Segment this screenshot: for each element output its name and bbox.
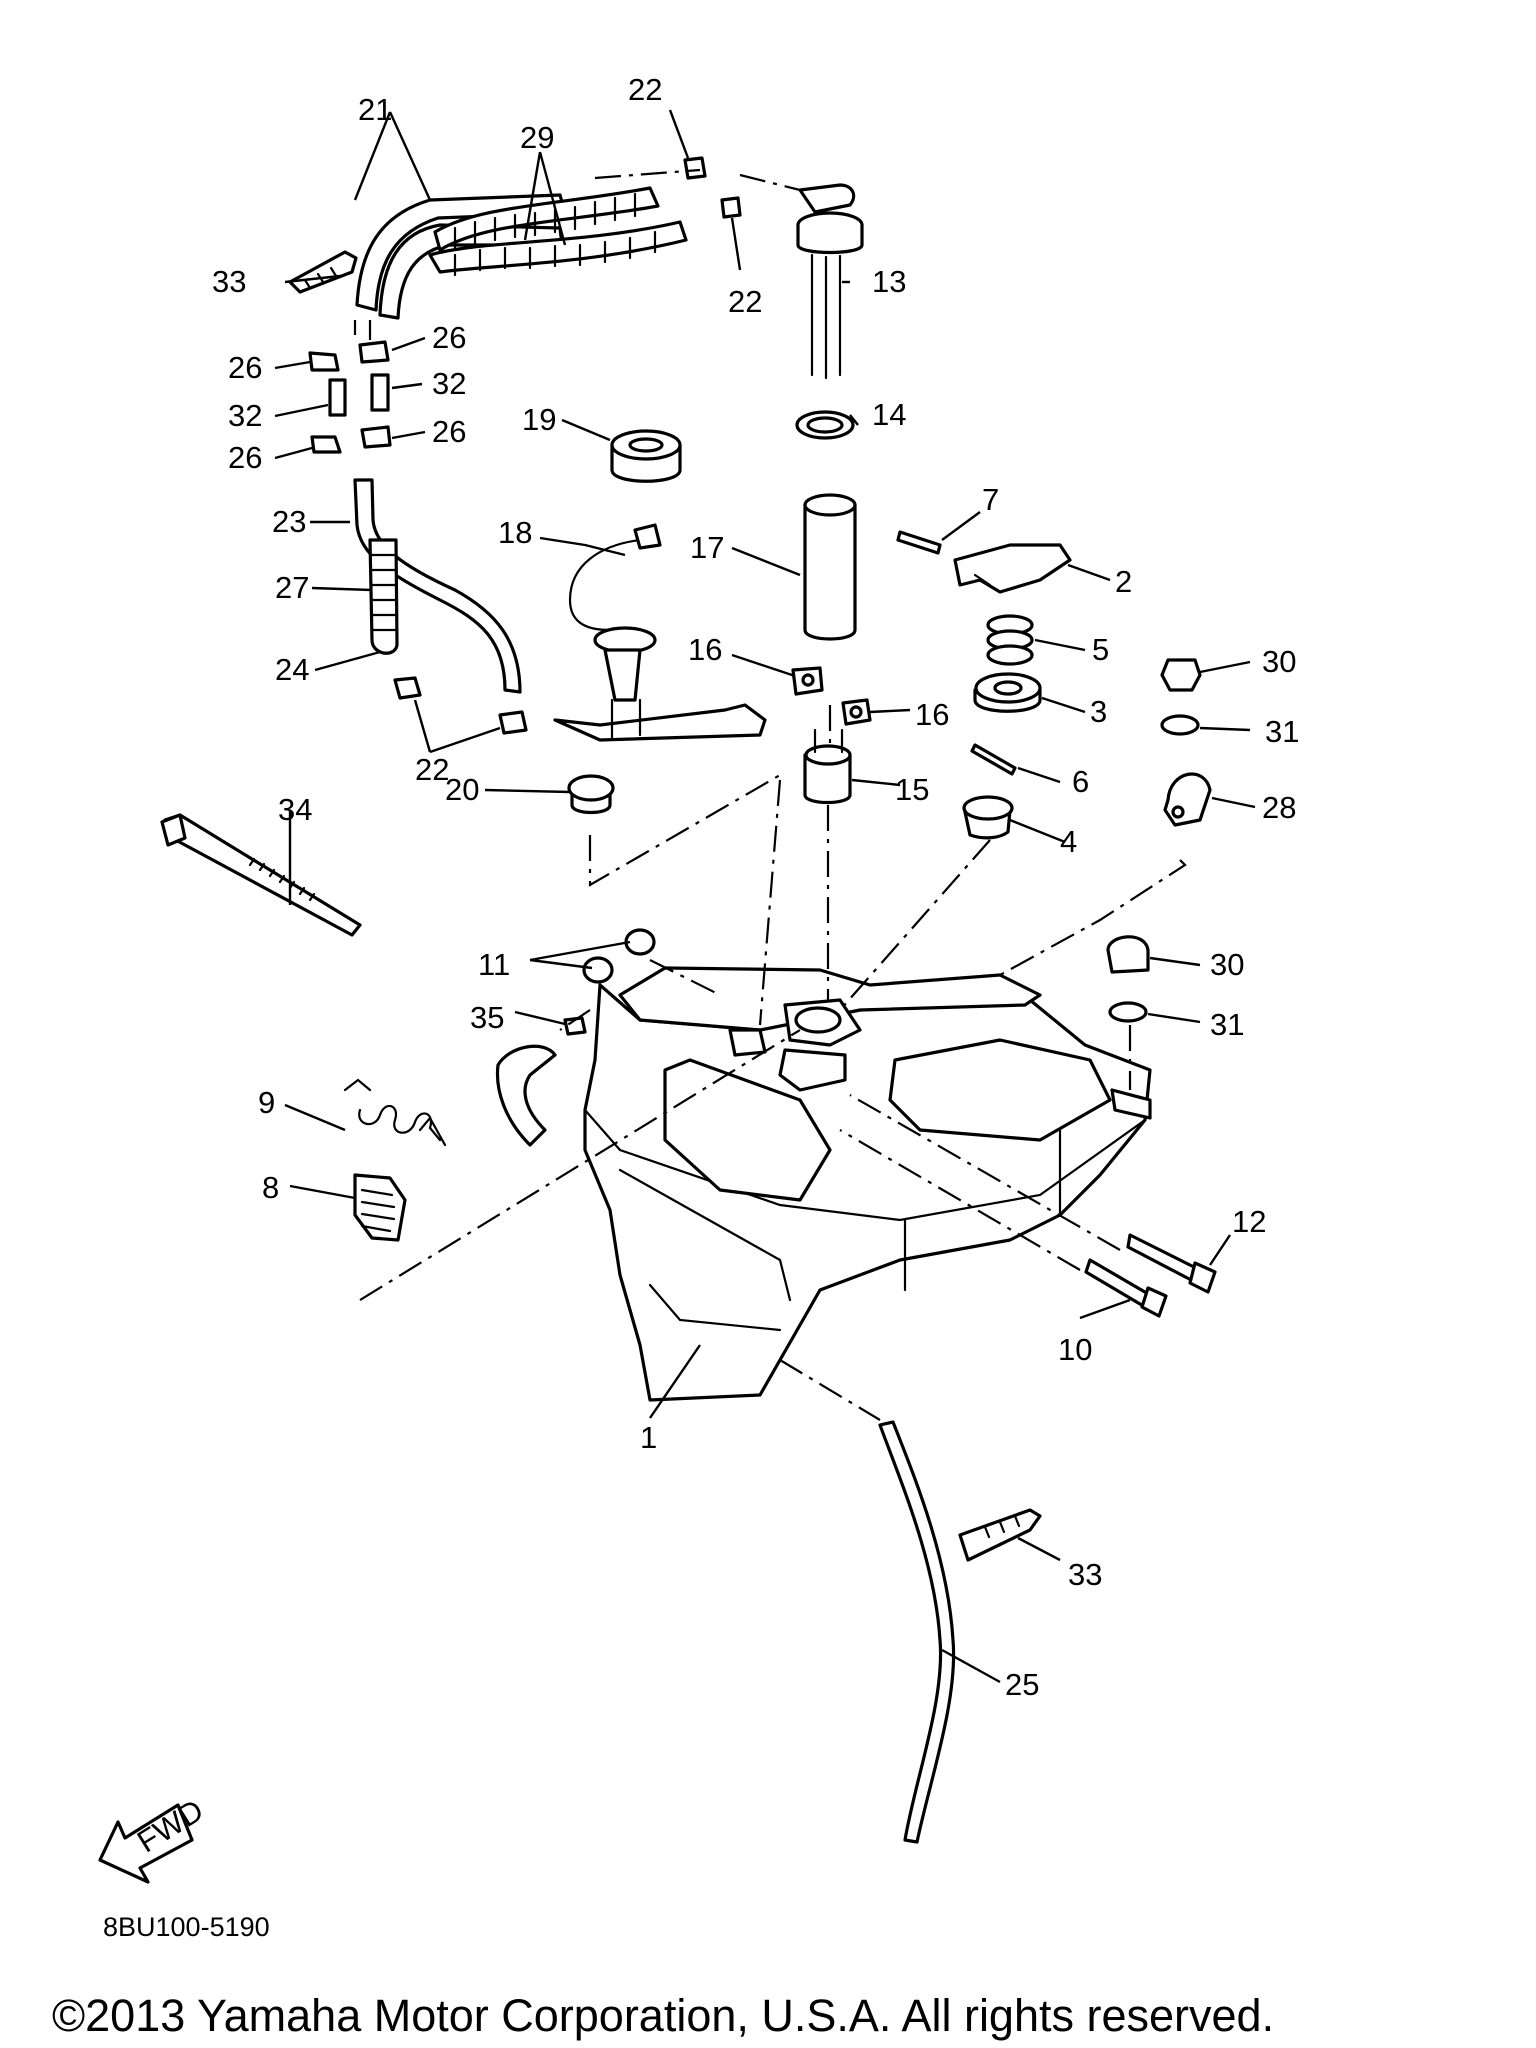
callout-10: 10 — [1058, 1332, 1092, 1367]
callout-33-bottom: 33 — [1068, 1557, 1102, 1592]
callout-23: 23 — [272, 504, 306, 539]
nut-30a — [1160, 658, 1202, 692]
callout-34: 34 — [278, 792, 312, 827]
callout-32-a: 32 — [228, 398, 262, 433]
callout-17: 17 — [690, 530, 724, 565]
clamp-26c — [310, 435, 342, 454]
clamp-16b — [841, 698, 872, 726]
callout-21: 21 — [358, 92, 392, 127]
spring-5 — [986, 614, 1034, 666]
damper-3 — [973, 672, 1042, 713]
pin-6 — [970, 743, 1017, 776]
fuel-gauge-assembly — [553, 523, 767, 742]
callout-6: 6 — [1072, 764, 1089, 799]
spring-9 — [343, 1078, 447, 1147]
nut-30b — [1106, 935, 1150, 974]
clamp-22a — [683, 156, 707, 180]
callout-26-b: 26 — [432, 320, 466, 355]
callout-13: 13 — [872, 264, 906, 299]
callout-labels: 21 29 22 22 33 26 26 32 32 26 26 13 14 1… — [212, 72, 1299, 1702]
callout-29: 29 — [520, 120, 554, 155]
callout-30-b: 30 — [1210, 947, 1244, 982]
drain-hose-25 — [878, 1420, 956, 1844]
callout-31-a: 31 — [1265, 714, 1299, 749]
clamp-26a — [308, 351, 340, 372]
callout-28: 28 — [1262, 790, 1296, 825]
callout-22-mid: 22 — [728, 284, 762, 319]
hose-29 — [428, 186, 688, 277]
cable-tie-34 — [160, 813, 362, 937]
callout-11: 11 — [478, 947, 510, 982]
callout-16-b: 16 — [915, 697, 949, 732]
clamp-22d — [498, 710, 528, 735]
clamp-22b — [720, 196, 742, 219]
bolt-10 — [1084, 1258, 1168, 1318]
washer-31b — [1108, 1001, 1148, 1023]
clamp-28 — [1163, 772, 1212, 827]
bolt-12 — [1126, 1233, 1217, 1294]
callout-3: 3 — [1090, 694, 1107, 729]
callout-9: 9 — [258, 1085, 275, 1120]
pad-8 — [353, 1173, 407, 1242]
diagram-code: 8BU100-5190 — [103, 1912, 270, 1942]
grommet-20 — [567, 774, 615, 815]
callout-18: 18 — [498, 515, 532, 550]
callout-26-d: 26 — [432, 414, 466, 449]
callout-20: 20 — [445, 772, 479, 807]
bracket-2 — [953, 543, 1072, 594]
callout-leaders — [274, 109, 1256, 1684]
callout-15: 15 — [895, 772, 929, 807]
callout-35: 35 — [470, 1000, 504, 1035]
clamp-16a — [791, 666, 824, 696]
joint-32b — [370, 373, 390, 412]
callout-19: 19 — [522, 402, 556, 437]
callout-31-b: 31 — [1210, 1007, 1244, 1042]
forward-arrow-icon: FWD — [98, 1792, 209, 1884]
washers-11 — [582, 928, 656, 984]
clamp-22c — [393, 676, 422, 700]
clamp-26d — [360, 425, 392, 449]
callout-26-a: 26 — [228, 350, 262, 385]
callout-1: 1 — [640, 1420, 657, 1455]
grommet-4 — [962, 795, 1014, 840]
callout-4: 4 — [1060, 824, 1077, 859]
clip-33a — [288, 250, 358, 294]
callout-26-c: 26 — [228, 440, 262, 475]
copyright-notice: ©2013 Yamaha Motor Corporation, U.S.A. A… — [52, 1990, 1275, 2041]
callout-7: 7 — [982, 482, 999, 517]
callout-33-top: 33 — [212, 264, 246, 299]
callout-12: 12 — [1232, 1204, 1266, 1239]
clip-33b — [958, 1508, 1042, 1562]
callout-24: 24 — [275, 652, 309, 687]
fuel-sender-unit — [796, 183, 864, 380]
grommet-19 — [610, 429, 682, 483]
callout-2: 2 — [1115, 564, 1132, 599]
washer-31a — [1160, 714, 1200, 736]
callout-5: 5 — [1092, 632, 1109, 667]
pin-7 — [896, 530, 942, 555]
callout-25: 25 — [1005, 1667, 1039, 1702]
joint-32a — [328, 378, 347, 417]
fuel-filter — [803, 728, 852, 805]
callout-14: 14 — [872, 397, 906, 432]
callout-32-b: 32 — [432, 366, 466, 401]
callout-22-top: 22 — [628, 72, 662, 107]
filler-pipe — [803, 493, 857, 641]
callout-27: 27 — [275, 570, 309, 605]
callout-22-low: 22 — [415, 752, 449, 787]
assembly-lines — [353, 168, 1187, 1421]
fuel-tank — [495, 966, 1152, 1402]
callout-30-a: 30 — [1262, 644, 1296, 679]
callout-8: 8 — [262, 1170, 279, 1205]
callout-16-a: 16 — [688, 632, 722, 667]
clamp-26b — [358, 340, 390, 364]
breather-hose-27 — [368, 538, 399, 655]
sender-seal — [795, 410, 855, 440]
